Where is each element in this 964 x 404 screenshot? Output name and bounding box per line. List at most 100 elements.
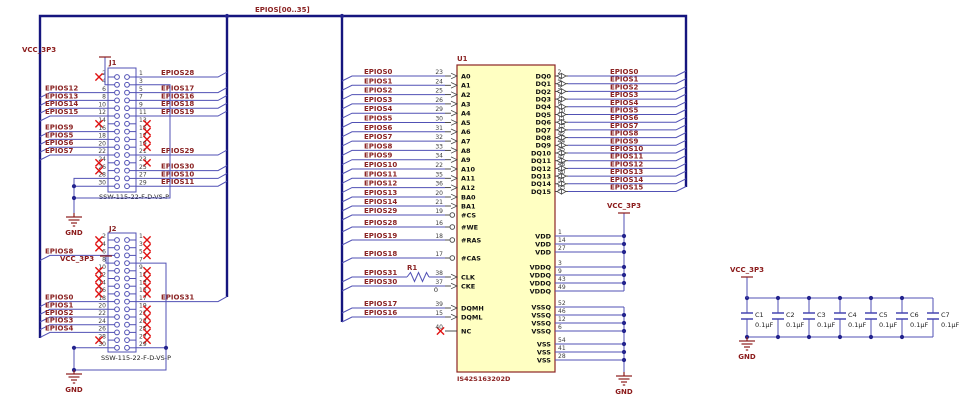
wire-EPIOS10[interactable]: [136, 172, 228, 179]
wire-EPIOS15[interactable]: [39, 115, 108, 122]
wire-EPIOS28[interactable]: [136, 71, 228, 78]
net-label-EPIOS19[interactable]: EPIOS19: [364, 232, 397, 240]
wire-EPIOS15[interactable]: [568, 186, 687, 192]
wire-EPIOS10[interactable]: [341, 168, 445, 175]
net-label-EPIOS8[interactable]: EPIOS8: [610, 130, 639, 138]
C4-refdes[interactable]: C4: [848, 311, 857, 319]
net-label-EPIOS13[interactable]: EPIOS13: [364, 189, 397, 197]
wire-EPIOS7[interactable]: [341, 140, 445, 147]
C1-value[interactable]: 0.1μF: [755, 321, 773, 329]
capacitor-C6[interactable]: C60.1μF: [896, 298, 928, 337]
net-label-EPIOS4[interactable]: EPIOS4: [364, 105, 393, 113]
C6-refdes[interactable]: C6: [910, 311, 919, 319]
J1-body[interactable]: [107, 67, 137, 193]
wire-EPIOS11[interactable]: [341, 177, 445, 184]
wire-EPIOS5[interactable]: [568, 109, 687, 115]
net-label-EPIOS6[interactable]: EPIOS6: [45, 139, 74, 147]
net-label-EPIOS5[interactable]: EPIOS5: [610, 107, 639, 115]
wire-EPIOS14[interactable]: [341, 205, 445, 212]
capacitor-C2[interactable]: C20.1μF: [772, 298, 804, 337]
capacitor-C5[interactable]: C5 0.1μF: [865, 298, 897, 337]
U1-part-number[interactable]: IS42S163202D: [457, 375, 511, 383]
net-label-EPIOS28[interactable]: EPIOS28: [364, 219, 397, 227]
wire-EPIOS7[interactable]: [568, 124, 687, 131]
net-label-EPIOS17[interactable]: EPIOS17: [161, 85, 194, 93]
capacitor-C4[interactable]: C4 0.1μF: [834, 298, 866, 337]
net-label-EPIOS15[interactable]: EPIOS15: [610, 184, 643, 192]
net-label-EPIOS28[interactable]: EPIOS28: [161, 69, 194, 77]
net-label-EPIOS9[interactable]: EPIOS9: [364, 152, 393, 160]
net-label-EPIOS9[interactable]: EPIOS9: [610, 137, 639, 145]
net-label-EPIOS6[interactable]: EPIOS6: [610, 114, 639, 122]
wire-EPIOS14[interactable]: [568, 178, 687, 185]
wire-EPIOS30[interactable]: [136, 165, 228, 172]
net-label-EPIOS9[interactable]: EPIOS9: [45, 124, 74, 132]
wire-EPIOS13[interactable]: [39, 99, 108, 106]
wire-EPIOS9[interactable]: [568, 139, 687, 146]
gnd-symbol[interactable]: GND: [65, 370, 83, 394]
resistor-R1-body[interactable]: [406, 271, 430, 283]
net-label-EPIOS18[interactable]: EPIOS18: [161, 100, 194, 108]
wire-EPIOS2[interactable]: [568, 85, 687, 92]
C4-value[interactable]: 0.1μF: [848, 321, 866, 329]
net-label-EPIOS29[interactable]: EPIOS29: [364, 207, 397, 215]
net-label-EPIOS8[interactable]: EPIOS8: [364, 142, 393, 150]
net-label-EPIOS7[interactable]: EPIOS7: [45, 147, 74, 155]
wire-EPIOS16[interactable]: [136, 94, 228, 101]
wire-EPIOS12[interactable]: [39, 92, 108, 99]
net-label-EPIOS1[interactable]: EPIOS1: [45, 301, 74, 309]
wire-EPIOS4[interactable]: [39, 331, 108, 338]
bus-epios[interactable]: [38, 14, 688, 338]
net-label-EPIOS31[interactable]: EPIOS31: [161, 294, 194, 302]
net-label-EPIOS10[interactable]: EPIOS10: [610, 145, 643, 153]
wire-EPIOS18[interactable]: [341, 257, 445, 264]
wire-gnd-j2[interactable]: [73, 262, 167, 371]
wire-EPIOS12[interactable]: [341, 187, 445, 194]
wire-EPIOS3[interactable]: [341, 103, 445, 110]
net-label-EPIOS2[interactable]: EPIOS2: [364, 87, 393, 95]
net-label-EPIOS11[interactable]: EPIOS11: [161, 178, 194, 186]
C5-refdes[interactable]: C5: [879, 311, 888, 319]
net-label-EPIOS1[interactable]: EPIOS1: [364, 77, 393, 85]
net-label-EPIOS5[interactable]: EPIOS5: [45, 131, 74, 139]
wire-EPIOS0[interactable]: [341, 75, 445, 82]
net-label-EPIOS6[interactable]: EPIOS6: [364, 124, 393, 132]
wire-EPIOS6[interactable]: [568, 116, 687, 123]
wire-EPIOS8[interactable]: [568, 132, 687, 139]
net-label-EPIOS12[interactable]: EPIOS12: [45, 85, 78, 93]
wire-vcc-j1[interactable]: [104, 57, 108, 86]
wire-EPIOS1[interactable]: [39, 308, 108, 315]
net-label-EPIOS2[interactable]: EPIOS2: [610, 83, 639, 91]
wire-EPIOS19[interactable]: [341, 239, 445, 246]
wire-EPIOS9[interactable]: [39, 131, 108, 138]
C3-refdes[interactable]: C3: [817, 311, 826, 319]
net-label-EPIOS7[interactable]: EPIOS7: [364, 133, 393, 141]
wire-EPIOS3[interactable]: [568, 93, 687, 100]
wire-EPIOS8[interactable]: [341, 149, 445, 156]
C2-refdes[interactable]: C2: [786, 311, 795, 319]
wire-EPIOS6[interactable]: [341, 131, 445, 138]
net-label-EPIOS17[interactable]: EPIOS17: [364, 300, 397, 308]
net-label-EPIOS12[interactable]: EPIOS12: [610, 160, 643, 168]
net-label-EPIOS30[interactable]: EPIOS30: [364, 278, 397, 286]
wire-EPIOS2[interactable]: [341, 94, 445, 101]
wire-vcc-j2[interactable]: [105, 256, 108, 264]
net-label-EPIOS4[interactable]: EPIOS4: [45, 324, 74, 332]
net-label-EPIOS4[interactable]: EPIOS4: [610, 99, 639, 107]
net-label-EPIOS30[interactable]: EPIOS30: [161, 163, 194, 171]
U1-body[interactable]: [456, 64, 556, 373]
wire-EPIOS31[interactable]: [341, 276, 407, 283]
wire-EPIOS10[interactable]: [568, 147, 687, 154]
net-label-EPIOS11[interactable]: EPIOS11: [610, 153, 643, 161]
net-label-EPIOS5[interactable]: EPIOS5: [364, 115, 393, 123]
net-label-EPIOS18[interactable]: EPIOS18: [364, 250, 397, 258]
C5-value[interactable]: 0.1μF: [879, 321, 897, 329]
net-label-EPIOS0[interactable]: EPIOS0: [364, 68, 393, 76]
wire-EPIOS0[interactable]: [568, 70, 687, 77]
wire-EPIOS13[interactable]: [568, 170, 687, 177]
wire-EPIOS29[interactable]: [136, 149, 228, 156]
net-label-EPIOS1[interactable]: EPIOS1: [610, 76, 639, 84]
wire-EPIOS14[interactable]: [39, 107, 108, 114]
net-label-EPIOS8[interactable]: EPIOS8: [45, 247, 74, 255]
capacitor-C1[interactable]: C10.1μF: [741, 298, 773, 337]
